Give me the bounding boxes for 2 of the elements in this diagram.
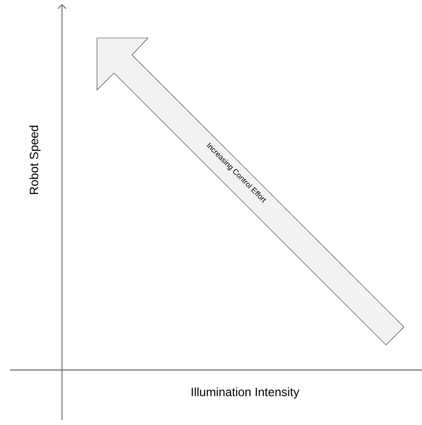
- axis-label: Illumination Intensity: [192, 387, 300, 399]
- axis-label: Robot Speed: [29, 126, 41, 194]
